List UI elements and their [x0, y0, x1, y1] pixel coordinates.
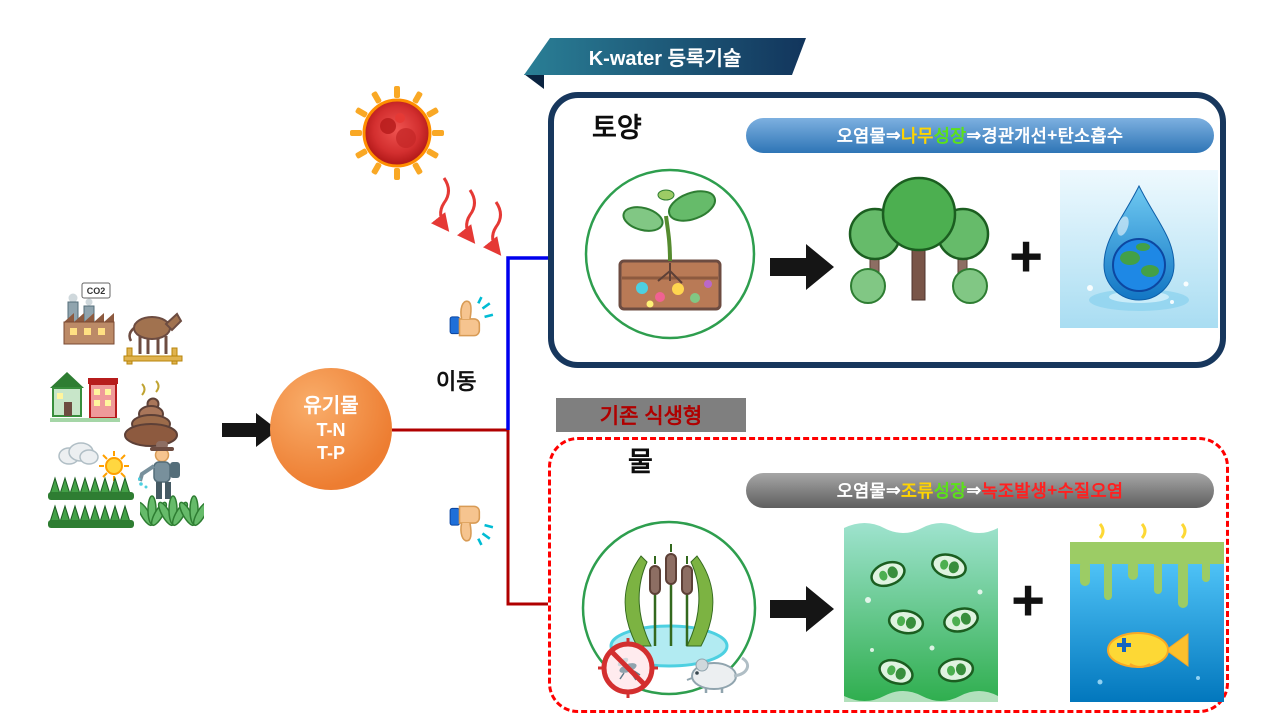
kwater-ribbon-label: K-water 등록기술	[588, 48, 742, 70]
bottom-banner-h2: 성장	[933, 481, 967, 501]
small-sun-icon	[99, 451, 129, 481]
farmer-icon	[138, 441, 180, 499]
thumbs-up-icon	[449, 296, 494, 337]
bottom-plus-sign: +	[1011, 568, 1045, 633]
manure-icon	[124, 380, 178, 447]
crops-icon	[48, 476, 134, 528]
soil-title: 토양	[592, 113, 642, 143]
top-banner-plus: +	[1047, 125, 1058, 145]
legacy-header: 기존 식생형	[556, 398, 746, 432]
bottom-banner-a1: ⇒	[885, 480, 901, 500]
reed-pond-icon	[581, 520, 757, 698]
bottom-banner-d1: 녹조발생	[981, 481, 1048, 501]
thumbs-down-glyph	[449, 505, 494, 546]
organic-matter-label: 유기물	[303, 394, 359, 417]
cloud-icon	[58, 442, 99, 465]
top-banner-a1: ⇒	[885, 125, 901, 145]
tp-label: T-P	[316, 443, 345, 463]
top-arrow-right-icon	[770, 244, 834, 290]
sun-icon	[350, 86, 444, 180]
soil-sprout-icon	[584, 168, 756, 340]
plants-icon	[140, 495, 204, 527]
houses-icon	[50, 372, 120, 422]
top-banner-h2: 성장	[933, 126, 967, 146]
tn-label: T-N	[316, 419, 346, 440]
thumbs-down-icon	[448, 498, 494, 546]
bottom-banner-d2: 수질오염	[1057, 481, 1124, 501]
top-banner-h1: 나무	[900, 126, 934, 146]
move-label: 이동	[436, 369, 477, 394]
top-plus-sign: +	[1009, 224, 1043, 289]
bottom-banner-plus: +	[1047, 480, 1058, 500]
algae-cells-image	[844, 522, 998, 702]
top-banner-p3: 탄소흡수	[1057, 126, 1124, 146]
water-title: 물	[628, 447, 653, 477]
trees-icon	[848, 176, 990, 304]
bottom-banner-a2: ⇒	[966, 480, 982, 500]
heat-arrows-icon	[431, 177, 502, 256]
bottom-arrow-right-icon	[770, 586, 834, 632]
factory-icon: CO2	[63, 282, 115, 345]
kwater-ribbon: K-water 등록기술	[524, 38, 806, 75]
legacy-header-label: 기존 식생형	[599, 405, 703, 428]
organic-matter-node: 유기물 T-N T-P	[270, 368, 392, 490]
water-drop-image	[1060, 170, 1218, 328]
top-banner-p2: 경관개선	[981, 126, 1048, 146]
bottom-banner-h1: 조류	[900, 481, 934, 501]
top-banner-p1: 오염물	[836, 126, 886, 146]
livestock-icon	[123, 312, 183, 365]
co2-label: CO2	[87, 286, 106, 296]
polluted-water-image	[1070, 523, 1224, 702]
top-banner-a2: ⇒	[966, 125, 982, 145]
bottom-banner-p1: 오염물	[836, 481, 886, 501]
